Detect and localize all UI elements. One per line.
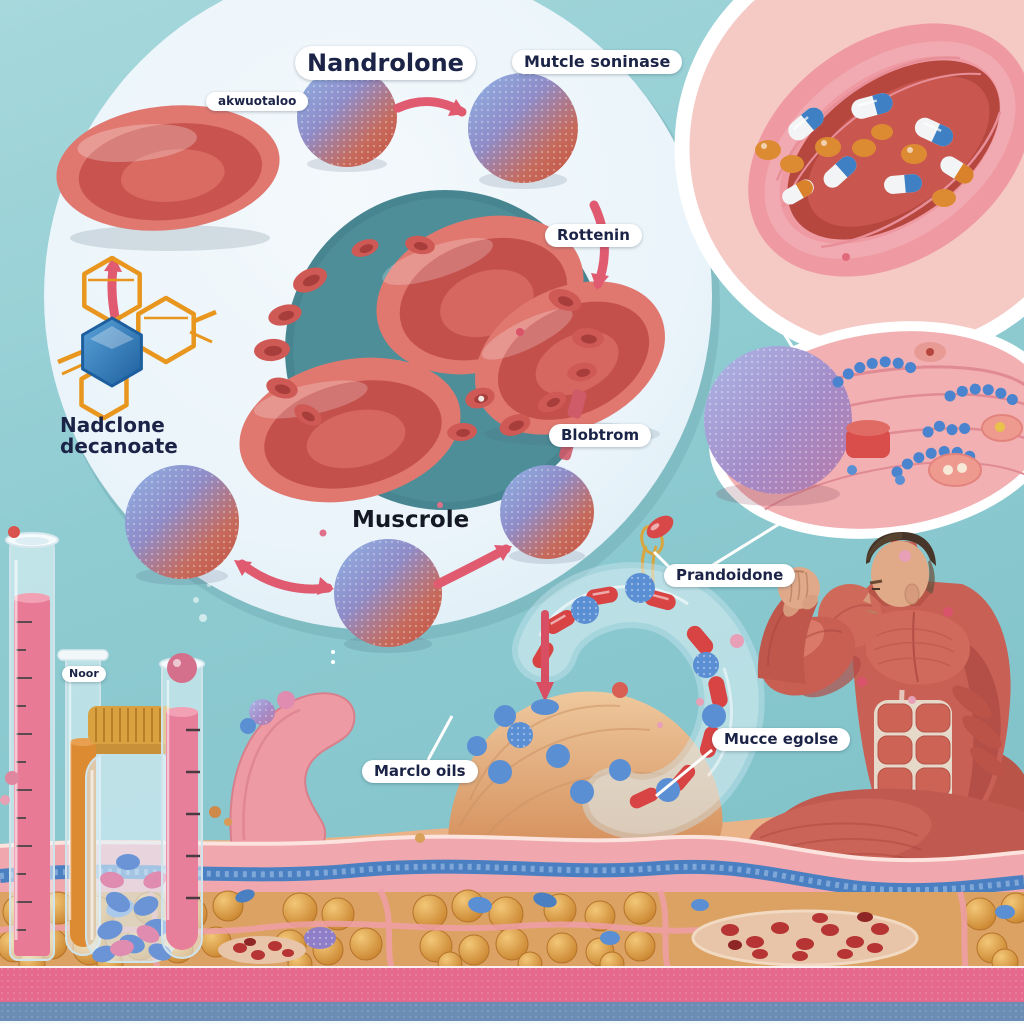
rbc-patch	[218, 909, 919, 967]
graduated-cylinder	[5, 532, 59, 961]
label-nandrolone: Nandrolone	[295, 46, 476, 80]
cycle-diagram	[44, 0, 720, 653]
pink-funnel-tissue	[229, 691, 356, 856]
red-blood-cell-large	[56, 105, 280, 251]
label-blobtrom: Blobtrom	[549, 424, 652, 447]
red-vesicle	[846, 420, 890, 458]
tissue-cells	[847, 342, 1023, 487]
highlighted-ring	[81, 316, 143, 388]
floating-particles	[0, 253, 953, 843]
molecule-structure	[57, 255, 217, 421]
label-akwuotaloo: akwuotaloo	[206, 92, 309, 111]
label-muscrole: Muscrole	[352, 507, 470, 533]
entry-arrow	[531, 610, 559, 715]
pills-orange	[755, 124, 956, 207]
capsules-blue-white	[782, 93, 974, 205]
inset-muscle-pills	[674, 0, 1024, 364]
label-mucce-egolse: Mucce egolse	[712, 728, 851, 751]
steroid-molecule-sphere	[125, 67, 594, 653]
label-muscle-soninase: Mutcle soninase	[512, 50, 683, 74]
loop-blue-molecules	[571, 573, 726, 802]
label-marclo-oils: Marclo oils	[362, 760, 478, 783]
dome-blue-molecules	[467, 705, 631, 804]
red-blood-cell-large	[475, 281, 665, 446]
label-rottenin: Rottenin	[545, 224, 642, 247]
lab-glassware	[5, 532, 205, 963]
test-tube-pink	[159, 653, 205, 959]
red-blood-cells-small	[254, 235, 604, 442]
label-nadclone-decanoate: Nadclone decanoate	[60, 413, 178, 458]
label-pointer-lines	[426, 550, 713, 798]
bottom-bands	[0, 966, 1024, 1024]
label-prandoidone: Prandoidone	[664, 564, 796, 587]
inset-receptor-tissue	[704, 321, 1024, 570]
label-noor: Noor	[62, 666, 106, 682]
